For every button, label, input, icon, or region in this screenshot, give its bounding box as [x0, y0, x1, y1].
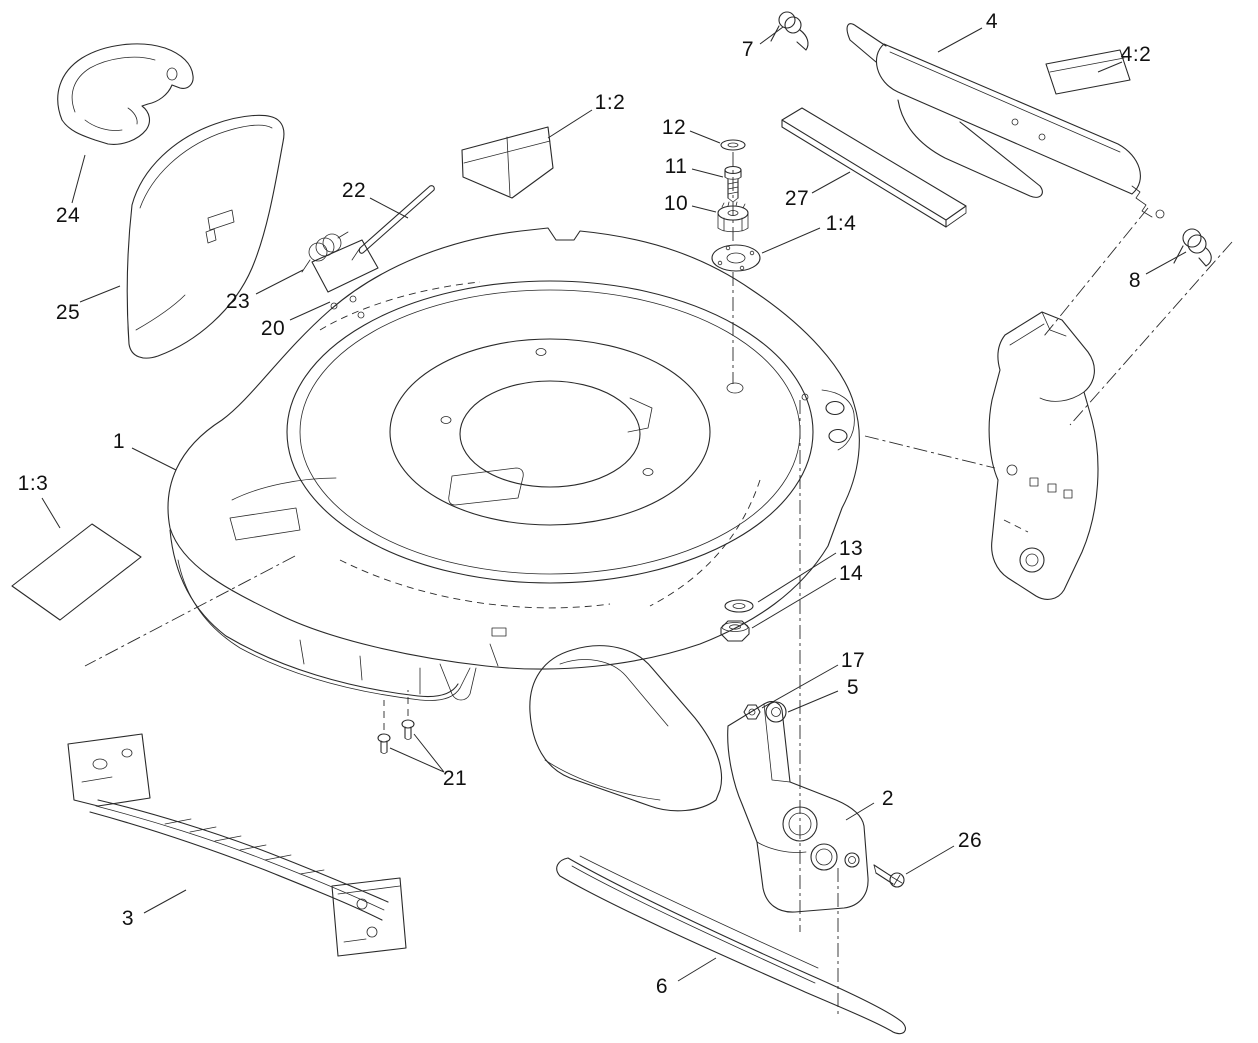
- callout-13: 13: [838, 537, 864, 560]
- callout-24: 24: [55, 204, 81, 227]
- callout-20: 20: [260, 317, 286, 340]
- part-nut-14: [720, 620, 750, 642]
- part-deflector-shield: [126, 114, 285, 359]
- part-spring-7: [770, 11, 809, 51]
- callout-14: 14: [838, 562, 864, 585]
- callout-6: 6: [655, 975, 669, 998]
- part-baffle-27: [781, 107, 967, 228]
- callout-17: 17: [840, 649, 866, 672]
- part-spring-8: [1173, 228, 1212, 267]
- callout-1-3: 1:3: [17, 472, 49, 495]
- callout-8: 8: [1128, 269, 1142, 292]
- part-bolts-21: [377, 719, 415, 754]
- centerlines: [84, 152, 1233, 1015]
- part-screw-26: [873, 864, 905, 888]
- callout-11: 11: [664, 155, 688, 178]
- part-handle-clip: [57, 43, 194, 145]
- callout-10: 10: [663, 192, 689, 215]
- callout-12: 12: [661, 116, 687, 139]
- part-gear-10: [717, 201, 749, 233]
- part-rear-tunnel: [529, 645, 723, 812]
- part-rod: [351, 185, 435, 261]
- callout-25: 25: [55, 301, 81, 324]
- part-nut-17: [743, 704, 761, 720]
- part-decal-4-2: [1045, 49, 1131, 95]
- callout-5: 5: [846, 676, 860, 699]
- part-washer-13: [724, 599, 754, 613]
- callout-2: 2: [881, 787, 895, 810]
- part-bolt-11: [724, 165, 742, 203]
- callout-7: 7: [741, 38, 755, 61]
- part-decal-1-3: [11, 523, 142, 621]
- callout-1: 1: [112, 430, 126, 453]
- callout-26: 26: [957, 829, 983, 852]
- callout-27: 27: [784, 187, 810, 210]
- callout-1-4: 1:4: [825, 212, 857, 235]
- part-bushing-5: [765, 701, 787, 723]
- part-muffler: [846, 23, 1165, 219]
- part-plate-1-4: [711, 244, 761, 272]
- part-side-bracket: [727, 701, 869, 913]
- callout-4-2: 4:2: [1120, 43, 1152, 66]
- callout-4: 4: [985, 10, 999, 33]
- leader-lines: [41, 26, 1187, 982]
- callout-22: 22: [341, 179, 367, 202]
- part-hinge-spring: [301, 231, 379, 319]
- part-lower-deflector: [556, 855, 906, 1035]
- part-washer-12: [720, 139, 746, 151]
- callout-21: 21: [442, 767, 468, 790]
- callout-1-2: 1:2: [594, 91, 626, 114]
- part-handle-bracket: [988, 311, 1099, 600]
- callout-3: 3: [121, 907, 135, 930]
- part-front-bumper: [67, 733, 407, 957]
- part-deck-housing: [167, 227, 860, 730]
- part-decal-1-2: [461, 126, 554, 199]
- callout-23: 23: [225, 290, 251, 313]
